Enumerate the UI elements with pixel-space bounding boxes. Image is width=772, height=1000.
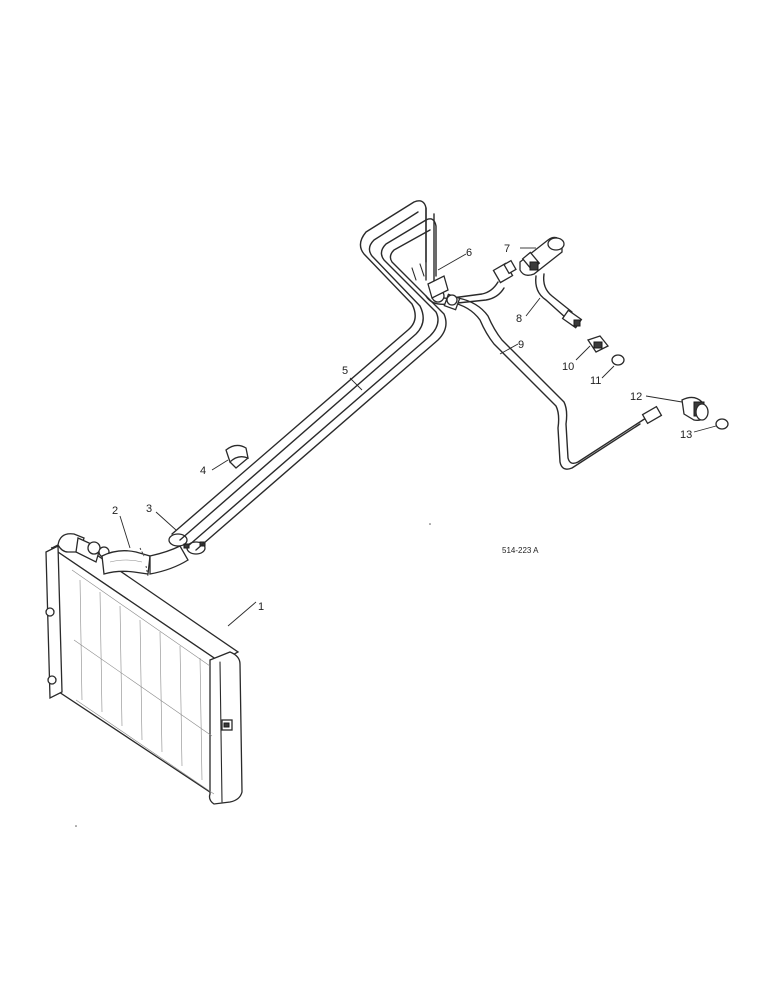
o-ring-13 — [715, 418, 729, 430]
o-ring-11 — [611, 354, 625, 366]
radiator — [45, 533, 243, 805]
elbow-fitting — [681, 396, 709, 421]
callout-7: 7 — [504, 243, 510, 255]
callout-8: 8 — [516, 313, 522, 325]
callout-labels: 1 2 3 4 5 6 7 8 9 10 11 12 13 — [112, 243, 692, 613]
tube-8 — [535, 273, 583, 329]
tube-upper-return — [425, 259, 517, 306]
callout-4: 4 — [200, 465, 206, 477]
callout-9: 9 — [518, 339, 524, 351]
callout-3: 3 — [146, 503, 152, 515]
callout-5: 5 — [342, 365, 348, 377]
tube-9 — [443, 293, 663, 470]
callout-11: 11 — [590, 375, 601, 387]
callout-1: 1 — [258, 601, 264, 613]
tee-fitting — [519, 236, 565, 276]
figure-reference-code: 514-223 A — [502, 546, 539, 555]
leader-lines — [119, 247, 717, 627]
hose — [101, 545, 189, 577]
clip — [225, 444, 249, 469]
callout-2: 2 — [112, 505, 118, 517]
callout-12: 12 — [630, 391, 642, 403]
callout-6: 6 — [466, 247, 472, 259]
manifold-fittings — [411, 263, 458, 306]
callout-13: 13 — [680, 429, 692, 441]
connector — [586, 335, 610, 353]
callout-10: 10 — [562, 361, 574, 373]
tube-main-pair — [171, 200, 447, 551]
